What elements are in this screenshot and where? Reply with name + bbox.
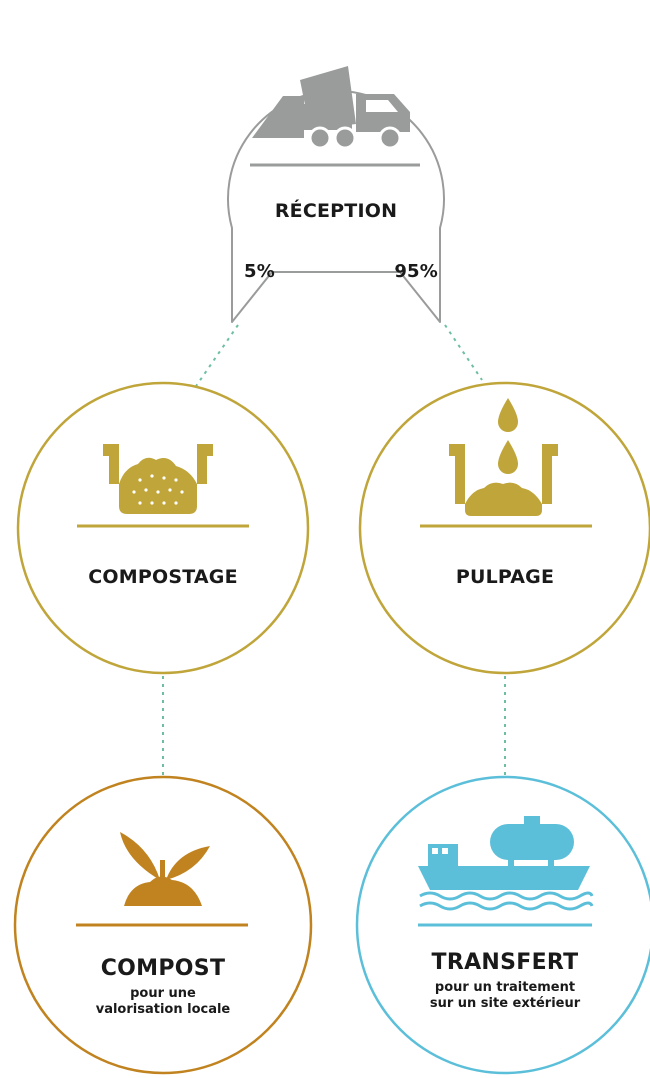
connector-reception-pulpage: [444, 324, 483, 381]
transfert-node: [355, 775, 650, 1075]
reception-split-right: 95%: [394, 261, 438, 282]
connectors: [162, 324, 506, 776]
reception-title: RÉCEPTION: [274, 200, 398, 222]
compost-subtitle-line2: valorisation locale: [95, 1002, 231, 1017]
transfert-subtitle-line2: sur un site extérieur: [429, 996, 581, 1011]
compost-bin-icon: [103, 444, 213, 514]
pulpage-circle: [358, 381, 650, 675]
dump-truck-icon: [252, 66, 410, 150]
connector-reception-compostage: [191, 324, 239, 393]
compostage-title: COMPOSTAGE: [88, 566, 238, 588]
sprout-icon: [120, 832, 210, 906]
transfert-title: TRANSFERT: [431, 950, 579, 975]
compostage-circle: [16, 381, 310, 675]
transfert-subtitle-line1: pour un traitement: [434, 980, 576, 995]
compostage-node: [16, 381, 310, 675]
compost-title: COMPOST: [100, 956, 226, 981]
reception-split-left: 5%: [244, 261, 275, 282]
pulping-tank-icon: [449, 398, 558, 516]
tanker-ship-icon: [418, 816, 594, 911]
compost-subtitle-line1: pour une: [130, 986, 196, 1001]
pulpage-title: PULPAGE: [455, 566, 555, 588]
pulpage-node: [358, 381, 650, 675]
compost-node: [13, 775, 313, 1075]
reception-node: [227, 66, 445, 323]
